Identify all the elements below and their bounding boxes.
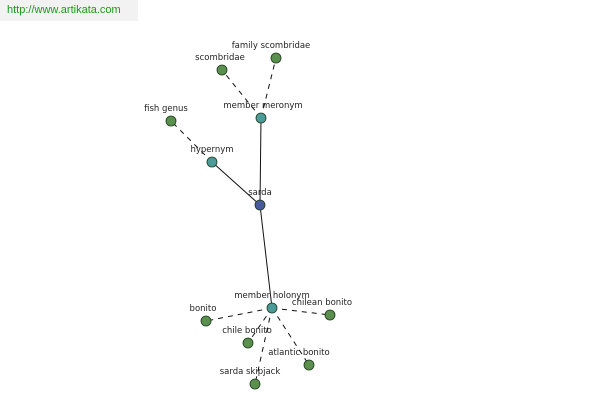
node-label-atlantic-bonito: atlantic bonito	[268, 348, 329, 358]
edge-member-meronym-to-scombridae	[221, 69, 262, 119]
node-member-meronym[interactable]: member meronym	[223, 101, 303, 124]
edge-member-holonym-to-sarda-skipjack	[254, 307, 273, 385]
node-label-fish-genus: fish genus	[144, 104, 188, 114]
node-dot-family-scombridae[interactable]	[270, 52, 282, 64]
node-dot-member-holonym[interactable]	[266, 302, 278, 314]
site-url-banner[interactable]: http://www.artikata.com	[0, 0, 138, 21]
node-chilean-bonito[interactable]: chilean bonito	[292, 298, 352, 321]
node-sarda-skipjack[interactable]: sarda skipjack	[220, 367, 281, 390]
edge-sarda-to-member-holonym	[259, 204, 273, 309]
node-dot-sarda[interactable]	[254, 199, 266, 211]
node-family-scombridae[interactable]: family scombridae	[232, 41, 311, 64]
node-dot-atlantic-bonito[interactable]	[303, 359, 315, 371]
edge-member-holonym-to-chilean-bonito	[271, 307, 331, 316]
node-scombridae[interactable]: scombridae	[195, 53, 245, 76]
node-dot-sarda-skipjack[interactable]	[249, 378, 261, 390]
node-label-bonito: bonito	[190, 304, 217, 314]
node-dot-hypernym[interactable]	[206, 156, 218, 168]
nodes-layer: sarda member meronym hypernym member holony…	[144, 41, 352, 390]
node-label-family-scombridae: family scombridae	[232, 41, 311, 51]
node-label-scombridae: scombridae	[195, 53, 245, 63]
node-label-sarda-skipjack: sarda skipjack	[220, 367, 281, 377]
node-label-member-meronym: member meronym	[223, 101, 302, 111]
node-label-hypernym: hypernym	[190, 145, 233, 155]
node-chile-bonito[interactable]: chile bonito	[222, 326, 272, 349]
node-hypernym[interactable]: hypernym	[190, 145, 234, 168]
edge-sarda-to-hypernym	[211, 161, 261, 206]
edge-member-holonym-to-bonito	[205, 307, 273, 322]
node-label-sarda: sarda	[248, 188, 272, 198]
node-label-member-holonym: member holonym	[234, 291, 309, 301]
node-dot-member-meronym[interactable]	[255, 112, 267, 124]
edge-hypernym-to-fish-genus	[170, 120, 213, 163]
edge-member-meronym-to-family-scombridae	[260, 57, 277, 119]
edge-member-holonym-to-atlantic-bonito	[271, 307, 310, 366]
node-sarda[interactable]: sarda	[248, 188, 272, 211]
node-dot-chile-bonito[interactable]	[242, 337, 254, 349]
node-label-chilean-bonito: chilean bonito	[292, 298, 352, 308]
node-bonito[interactable]: bonito	[190, 304, 217, 327]
node-fish-genus[interactable]: fish genus	[144, 104, 188, 127]
node-label-chile-bonito: chile bonito	[222, 326, 272, 336]
node-dot-fish-genus[interactable]	[165, 115, 177, 127]
node-member-holonym[interactable]: member holonym	[234, 291, 310, 314]
node-atlantic-bonito[interactable]: atlantic bonito	[268, 348, 330, 371]
node-dot-bonito[interactable]	[200, 315, 212, 327]
node-dot-chilean-bonito[interactable]	[324, 309, 336, 321]
edges-layer	[170, 57, 331, 385]
edge-member-holonym-to-chile-bonito	[247, 307, 273, 344]
node-dot-scombridae[interactable]	[216, 64, 228, 76]
edge-sarda-to-member-meronym	[259, 117, 262, 206]
